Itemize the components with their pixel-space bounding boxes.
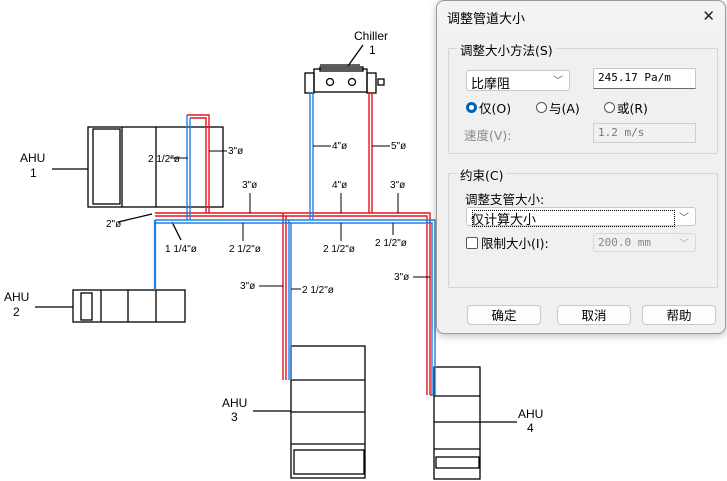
radio-or[interactable]: 或(R) (604, 98, 648, 117)
sizing-method-group: 调整大小方法(S) 比摩阻 ﹀ 245.17 Pa/m 仅(O) 与(A) 或(… (448, 40, 718, 154)
pipe-size-label: 4"ø (332, 180, 347, 191)
pipe-size-label: 2"ø (106, 219, 121, 230)
ahu-4-label: AHU (518, 407, 543, 421)
velocity-label: 速度(V): (464, 128, 512, 143)
ahu-2-number: 2 (13, 305, 20, 319)
ahu-4-symbol[interactable] (433, 366, 481, 480)
pipe-size-label: 3"ø (242, 180, 257, 191)
ahu-3-label: AHU (222, 396, 247, 410)
pipe-size-label: 3"ø (394, 272, 409, 283)
radio-and-label: 与(A) (549, 101, 580, 116)
chevron-down-icon: ﹀ (679, 213, 689, 224)
close-icon[interactable]: ✕ (702, 7, 715, 25)
checkbox-unchecked-icon (466, 236, 478, 249)
radio-and[interactable]: 与(A) (536, 98, 580, 117)
cancel-button[interactable]: 取消 (557, 305, 631, 325)
chiller-label: Chiller (354, 29, 388, 43)
radio-unchecked-icon (536, 102, 547, 113)
limit-size-label: 限制大小(I): (481, 236, 549, 251)
pipe-size-label: 2 1/2"ø (302, 285, 334, 296)
pipe-size-label: 4"ø (332, 141, 347, 152)
chevron-down-icon: ﹀ (553, 76, 563, 87)
friction-value-input[interactable]: 245.17 Pa/m (593, 68, 696, 89)
ahu-2-label: AHU (4, 290, 29, 304)
return-pipes[interactable] (153, 92, 436, 395)
pipe-size-label: 5"ø (391, 141, 406, 152)
radio-unchecked-icon (604, 102, 615, 113)
ahu-3-symbol[interactable] (290, 345, 366, 479)
dialog-titlebar[interactable]: 调整管道大小 ✕ (437, 1, 725, 32)
constraints-legend: 约束(C) (457, 165, 507, 184)
pipe-size-label: 2 1/2"ø (375, 238, 407, 249)
chevron-down-icon: ﹀ (679, 239, 689, 250)
radio-only-label: 仅(O) (479, 101, 512, 116)
radio-or-label: 或(R) (617, 101, 648, 116)
dialog-title: 调整管道大小 (447, 12, 526, 27)
pipe-size-label: 3"ø (228, 146, 243, 157)
help-button[interactable]: 帮助 (642, 305, 716, 325)
branch-sizing-select[interactable]: 仅计算大小 ﹀ (466, 207, 696, 228)
pipe-size-label: 3"ø (240, 281, 255, 292)
branch-sizing-label: 调整支管大小: (465, 192, 545, 207)
velocity-input[interactable]: 1.2 m/s (593, 123, 696, 143)
ahu-1-symbol[interactable] (87, 126, 224, 208)
ahu-1-label: AHU (20, 151, 45, 165)
radio-only[interactable]: 仅(O) (466, 98, 511, 117)
ahu-3-number: 3 (231, 410, 238, 424)
limit-size-select[interactable]: 200.0 mm ﹀ (593, 233, 696, 252)
pipe-size-label: 2 1/2"ø (229, 244, 261, 255)
sizing-method-legend: 调整大小方法(S) (457, 40, 556, 59)
pipe-size-label: 2 1/2"ø (323, 244, 355, 255)
limit-size-checkbox[interactable]: 限制大小(I): (466, 233, 549, 252)
chiller-1-symbol[interactable] (304, 64, 385, 94)
ahu-4-number: 4 (527, 421, 534, 435)
constraints-group: 约束(C) 调整支管大小: 仅计算大小 ﹀ 限制大小(I): 200.0 mm … (448, 165, 718, 288)
ahu-2-symbol[interactable] (72, 289, 186, 323)
ok-button[interactable]: 确定 (467, 305, 541, 325)
pipe-size-label: 2 1/2"ø (148, 154, 180, 165)
ahu-1-number: 1 (30, 166, 37, 180)
sizing-method-select[interactable]: 比摩阻 ﹀ (466, 70, 570, 92)
supply-pipes[interactable] (155, 92, 434, 396)
pipe-size-label: 3"ø (390, 180, 405, 191)
radio-checked-icon (466, 102, 477, 113)
branch-sizing-value: 仅计算大小 (471, 209, 676, 228)
resize-pipes-dialog: 调整管道大小 ✕ 调整大小方法(S) 比摩阻 ﹀ 245.17 Pa/m 仅(O… (436, 0, 726, 334)
sizing-method-value: 比摩阻 (471, 77, 511, 92)
chiller-number: 1 (369, 43, 376, 57)
pipe-size-label: 1 1/4"ø (165, 244, 197, 255)
limit-size-value: 200.0 mm (598, 236, 651, 249)
